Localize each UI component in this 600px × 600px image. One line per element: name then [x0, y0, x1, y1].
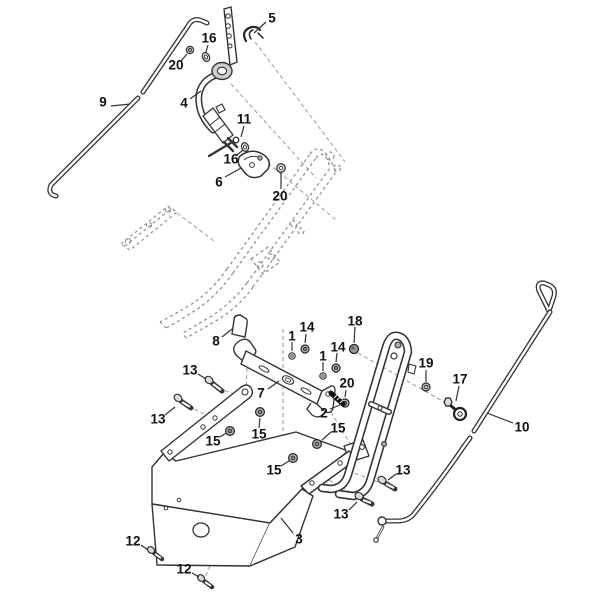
nut-18 [348, 343, 360, 355]
screw-13-c [377, 475, 398, 492]
part-label-1-left: 1 [288, 328, 296, 344]
part-label-14-right: 14 [330, 339, 346, 355]
nut-20-top [185, 45, 195, 55]
crossbar-7 [233, 338, 336, 418]
part-label-2: 2 [320, 405, 328, 421]
part-label-13-a: 13 [182, 362, 198, 378]
screw-12-a [146, 546, 165, 562]
part-label-20-mid: 20 [272, 188, 288, 204]
clip-5 [242, 25, 264, 43]
nut-15-c [288, 453, 299, 464]
nut-14-right [331, 363, 341, 373]
part-label-9: 9 [99, 94, 107, 110]
part-label-13-d: 13 [333, 506, 349, 522]
part-label-13-c: 13 [395, 462, 411, 478]
pin-11 [207, 136, 240, 158]
part-label-19: 19 [418, 355, 434, 371]
part-label-4: 4 [180, 95, 188, 111]
leader-lines [110, 21, 514, 578]
screw-13-b [173, 393, 194, 411]
part-label-14-left: 14 [299, 319, 315, 335]
part-label-20-top: 20 [168, 57, 184, 73]
part-label-6: 6 [215, 174, 223, 190]
part-label-8: 8 [212, 333, 220, 349]
handle-loop [317, 331, 417, 501]
eyebolt-17 [443, 397, 468, 422]
part-label-15-c: 15 [266, 462, 282, 478]
cap-8 [231, 314, 248, 338]
nut-15-d [312, 439, 323, 450]
lever-4 [195, 6, 239, 153]
part-label-17: 17 [452, 371, 468, 387]
part-label-12-a: 12 [125, 533, 141, 549]
part-label-5: 5 [268, 10, 276, 26]
washer-1-left [288, 352, 296, 360]
part-label-1-right: 1 [319, 348, 327, 364]
part-label-3: 3 [295, 531, 303, 547]
bracket-6 [237, 150, 271, 179]
part-label-16-top: 16 [201, 30, 217, 46]
part-label-15-d: 15 [330, 420, 346, 436]
screw-13-a [204, 375, 225, 394]
frame-3 [151, 384, 370, 567]
part-label-16-mid: 16 [223, 151, 239, 167]
part-label-13-b: 13 [150, 411, 166, 427]
part-label-20-right: 20 [339, 375, 355, 391]
washer-1-right [319, 372, 327, 380]
part-label-12-b: 12 [176, 561, 192, 577]
ghost-bracket [120, 205, 178, 251]
nut-15-a [225, 426, 236, 437]
washer-16-top [201, 51, 211, 63]
part-label-7: 7 [257, 385, 265, 401]
rod-10 [373, 280, 557, 543]
part-label-15-a: 15 [205, 433, 221, 449]
ring-20-mid [276, 163, 286, 173]
part-label-18: 18 [347, 313, 363, 329]
rod-9 [47, 17, 210, 199]
screw-13-d [354, 491, 375, 507]
part-label-11: 11 [236, 111, 252, 127]
bolt-2 [328, 390, 346, 407]
ghost-upper-handle [159, 148, 342, 339]
screw-12-b [196, 574, 215, 590]
nut-14-left [300, 344, 310, 354]
part-label-15-b: 15 [251, 426, 267, 442]
nut-15-b [255, 407, 266, 418]
nut-19 [421, 382, 431, 392]
part-label-10: 10 [514, 419, 530, 435]
washer-16-mid [240, 142, 250, 152]
